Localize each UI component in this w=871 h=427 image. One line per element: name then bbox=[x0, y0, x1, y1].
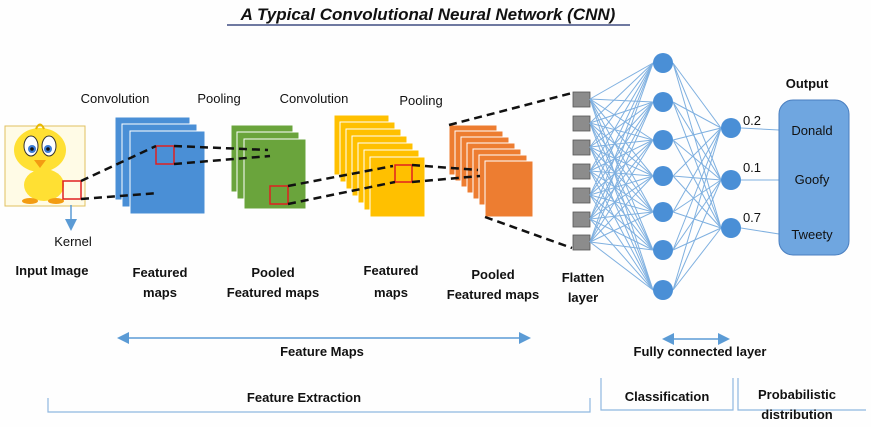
kernel-label: Kernel bbox=[54, 234, 92, 249]
label-classification: Classification bbox=[625, 389, 710, 404]
output-layer-nodes bbox=[721, 118, 741, 238]
pooled-feature-maps-2 bbox=[448, 124, 534, 218]
label-pooled-featured-maps-2-line2: Featured maps bbox=[447, 287, 539, 302]
output-class-goofy: Goofy bbox=[795, 172, 830, 187]
label-input-image: Input Image bbox=[16, 263, 89, 278]
stage-label-pooling-2: Pooling bbox=[399, 93, 442, 108]
label-flatten-layer-line1: Flatten bbox=[562, 270, 605, 285]
kernel-window bbox=[62, 180, 82, 200]
projection-lines bbox=[80, 91, 573, 250]
label-fully-connected: Fully connected layer bbox=[634, 344, 767, 359]
label-pooled-featured-maps-1-line2: Featured maps bbox=[227, 285, 319, 300]
probability-goofy: 0.1 bbox=[743, 160, 761, 175]
output-header: Output bbox=[786, 76, 829, 91]
fully-connected-connections bbox=[589, 62, 722, 291]
label-pooled-featured-maps-2-line1: Pooled bbox=[471, 267, 514, 282]
label-featured-maps-2-line2: maps bbox=[374, 285, 408, 300]
label-probabilistic-line2: distribution bbox=[761, 407, 833, 422]
label-feature-maps-span: Feature Maps bbox=[280, 344, 364, 359]
hidden-layer-nodes bbox=[653, 53, 673, 300]
stage-label-convolution-2: Convolution bbox=[280, 91, 349, 106]
label-flatten-layer-line2: layer bbox=[568, 290, 598, 305]
label-featured-maps-2-line1: Featured bbox=[364, 263, 419, 278]
pooled-feature-maps-1 bbox=[230, 124, 307, 210]
brace-feature-extraction bbox=[47, 398, 591, 413]
feature-maps-1 bbox=[114, 116, 206, 215]
feature-maps-2 bbox=[333, 114, 426, 218]
label-featured-maps-1-line2: maps bbox=[143, 285, 177, 300]
cartoon-bird-icon bbox=[4, 123, 86, 207]
probability-tweety: 0.7 bbox=[743, 210, 761, 225]
stage-label-pooling-1: Pooling bbox=[197, 91, 240, 106]
flatten-layer bbox=[572, 91, 591, 251]
output-class-donald: Donald bbox=[791, 123, 832, 138]
stage-label-convolution-1: Convolution bbox=[81, 91, 150, 106]
label-probabilistic-line1: Probabilistic bbox=[758, 387, 836, 402]
output-connections bbox=[740, 127, 780, 235]
output-class-tweety: Tweety bbox=[791, 227, 833, 242]
brace-probabilistic bbox=[737, 378, 866, 411]
label-feature-extraction: Feature Extraction bbox=[247, 390, 361, 405]
output-box bbox=[778, 99, 850, 256]
probability-donald: 0.2 bbox=[743, 113, 761, 128]
label-pooled-featured-maps-1-line1: Pooled bbox=[251, 265, 294, 280]
diagram-title: A Typical Convolutional Neural Network (… bbox=[240, 5, 616, 24]
label-featured-maps-1-line1: Featured bbox=[133, 265, 188, 280]
brace-classification bbox=[600, 378, 734, 411]
